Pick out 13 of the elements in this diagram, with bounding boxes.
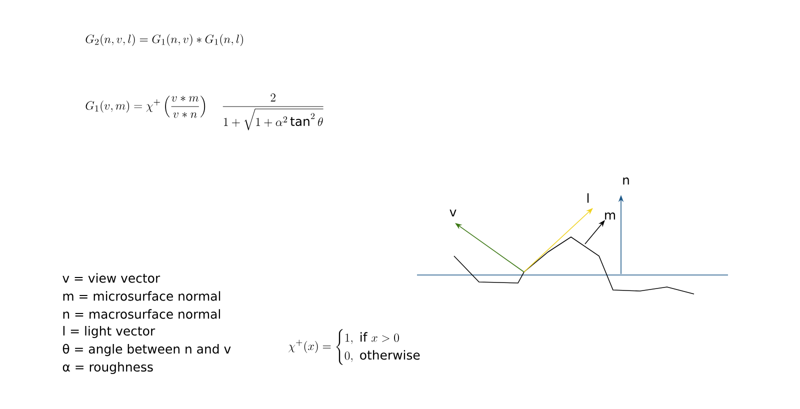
- definition-text: v = view vector: [62, 273, 160, 283]
- definition-text: θ = angle between n and v: [62, 344, 231, 356]
- vector-label: n: [623, 178, 629, 184]
- vector-label: l: [587, 193, 589, 203]
- definition-text: α = roughness: [62, 362, 153, 374]
- formula: $\chi^+(x) = \begin{cases} 1, \text{ if } x > 0 \\ 0, \text{ otherwise} \end{cases}$: [288, 329, 420, 365]
- definition-text: m = microsurface normal: [63, 291, 220, 301]
- vector-label: v: [450, 210, 456, 216]
- formula: $G_1(v, m) = \chi^+\left(\frac{v * m}{v * n}\right)\quad \frac{2}{1 + \sqrt{1 + \alpha^2 \tan^2\theta}}$: [86, 94, 324, 130]
- definition-text: n = macrosurface normal: [63, 309, 220, 319]
- vector-label: m: [605, 212, 616, 220]
- formula: $G_2(n, v, l) = G_1(n, v) * G_1(n, l)$: [86, 34, 243, 46]
- definition-text: l = light vector: [63, 326, 156, 338]
